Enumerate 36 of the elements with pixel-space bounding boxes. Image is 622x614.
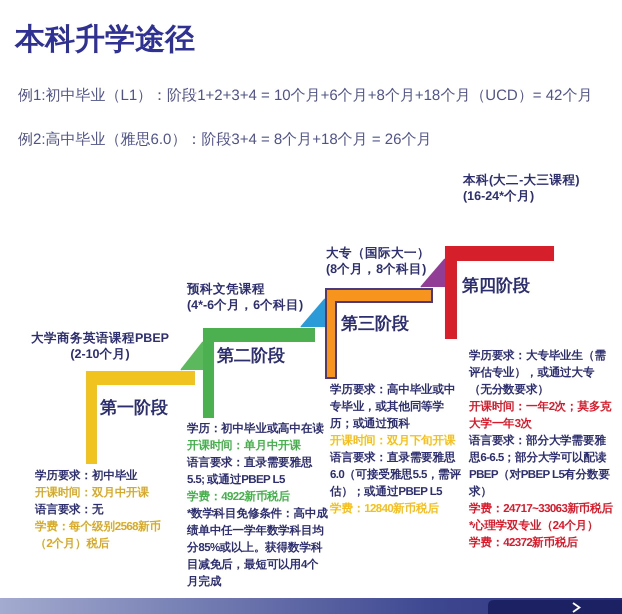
example-text: 例2:高中毕业（雅思6.0）：阶段3+4 = 8个月+18个月 = 26个月 (18, 130, 432, 150)
arrow (420, 258, 446, 288)
course-heading: 大专（国际大一） (8个月，8个科目) (326, 245, 431, 277)
title: 本科升学途径 (15, 22, 195, 58)
course-heading: 大学商务英语课程PBEP (2-10个月) (30, 330, 170, 362)
requirement-text: 语言要求：无 (35, 502, 104, 518)
stage-title: 第二阶段 (217, 346, 285, 366)
requirement-text: 学历要求：高中毕业或中专毕业，或其他同等学历；或通过预科 (330, 382, 456, 432)
requirement-text: *数学科目免修条件：高中成绩单中任一学年数学科目均分85%或以上。获得数学科目减免后，最短可以用4个月完成 (187, 506, 328, 590)
stage-title: 第三阶段 (341, 314, 409, 334)
example-text: 例1:初中毕业（L1）：阶段1+2+3+4 = 10个月+6个月+8个月+18个月（UCD）= 42个月 (18, 86, 592, 106)
requirement-text: 学历：初中毕业或高中在读 (187, 421, 325, 437)
requirement-text: 学费：24717~33063新币税后 (469, 501, 614, 517)
requirement-text: 开课时间：双月中开课 (35, 485, 150, 501)
requirement-text: *心理学双专业（24个月） (469, 518, 600, 534)
requirement-text: 开课时间：一年2次；莫多克大学一年3次 (469, 399, 613, 432)
requirement-text: 开课时间：单月中开课 (187, 438, 302, 454)
stage-title: 第一阶段 (100, 398, 168, 418)
requirement-text: 开课时间：双月下旬开课 (330, 433, 456, 449)
requirement-text: 学历要求：大专毕业生（需评估专业），或通过大专（无分数要求） (469, 348, 607, 398)
requirement-text: 语言要求：部分大学需要雅思6-6.5；部分大学可以配读PBEP（对PBEP L5有分数要求） (469, 433, 611, 500)
course-heading: 本科(大二-大三课程) (16-24*个月) (463, 172, 580, 204)
requirement-text: 学费：12840新币税后 (330, 501, 440, 517)
arrow (300, 298, 326, 328)
step-bar (445, 246, 554, 339)
step-bar (325, 288, 433, 379)
course-heading: 预科文凭课程 (4*-6个月，6个科目) (187, 281, 304, 313)
requirement-text: 学费：42372新币税后 (469, 535, 579, 551)
stage-title: 第四阶段 (462, 276, 530, 296)
step-bar (203, 328, 315, 418)
requirement-text: 学费：每个级别2568新币（2个月）税后 (35, 519, 162, 552)
arrow (180, 342, 204, 370)
requirement-text: 学费：4922新币税后 (187, 489, 291, 505)
requirement-text: 语言要求：直录需要雅思6.0（可接受雅思5.5，需评估）；或通过PBEP L5 (330, 450, 462, 500)
requirement-text: 学历要求：初中毕业 (35, 468, 139, 484)
requirement-text: 语言要求：直录需要雅思5.5; 或通过PBEP L5 (187, 455, 314, 488)
